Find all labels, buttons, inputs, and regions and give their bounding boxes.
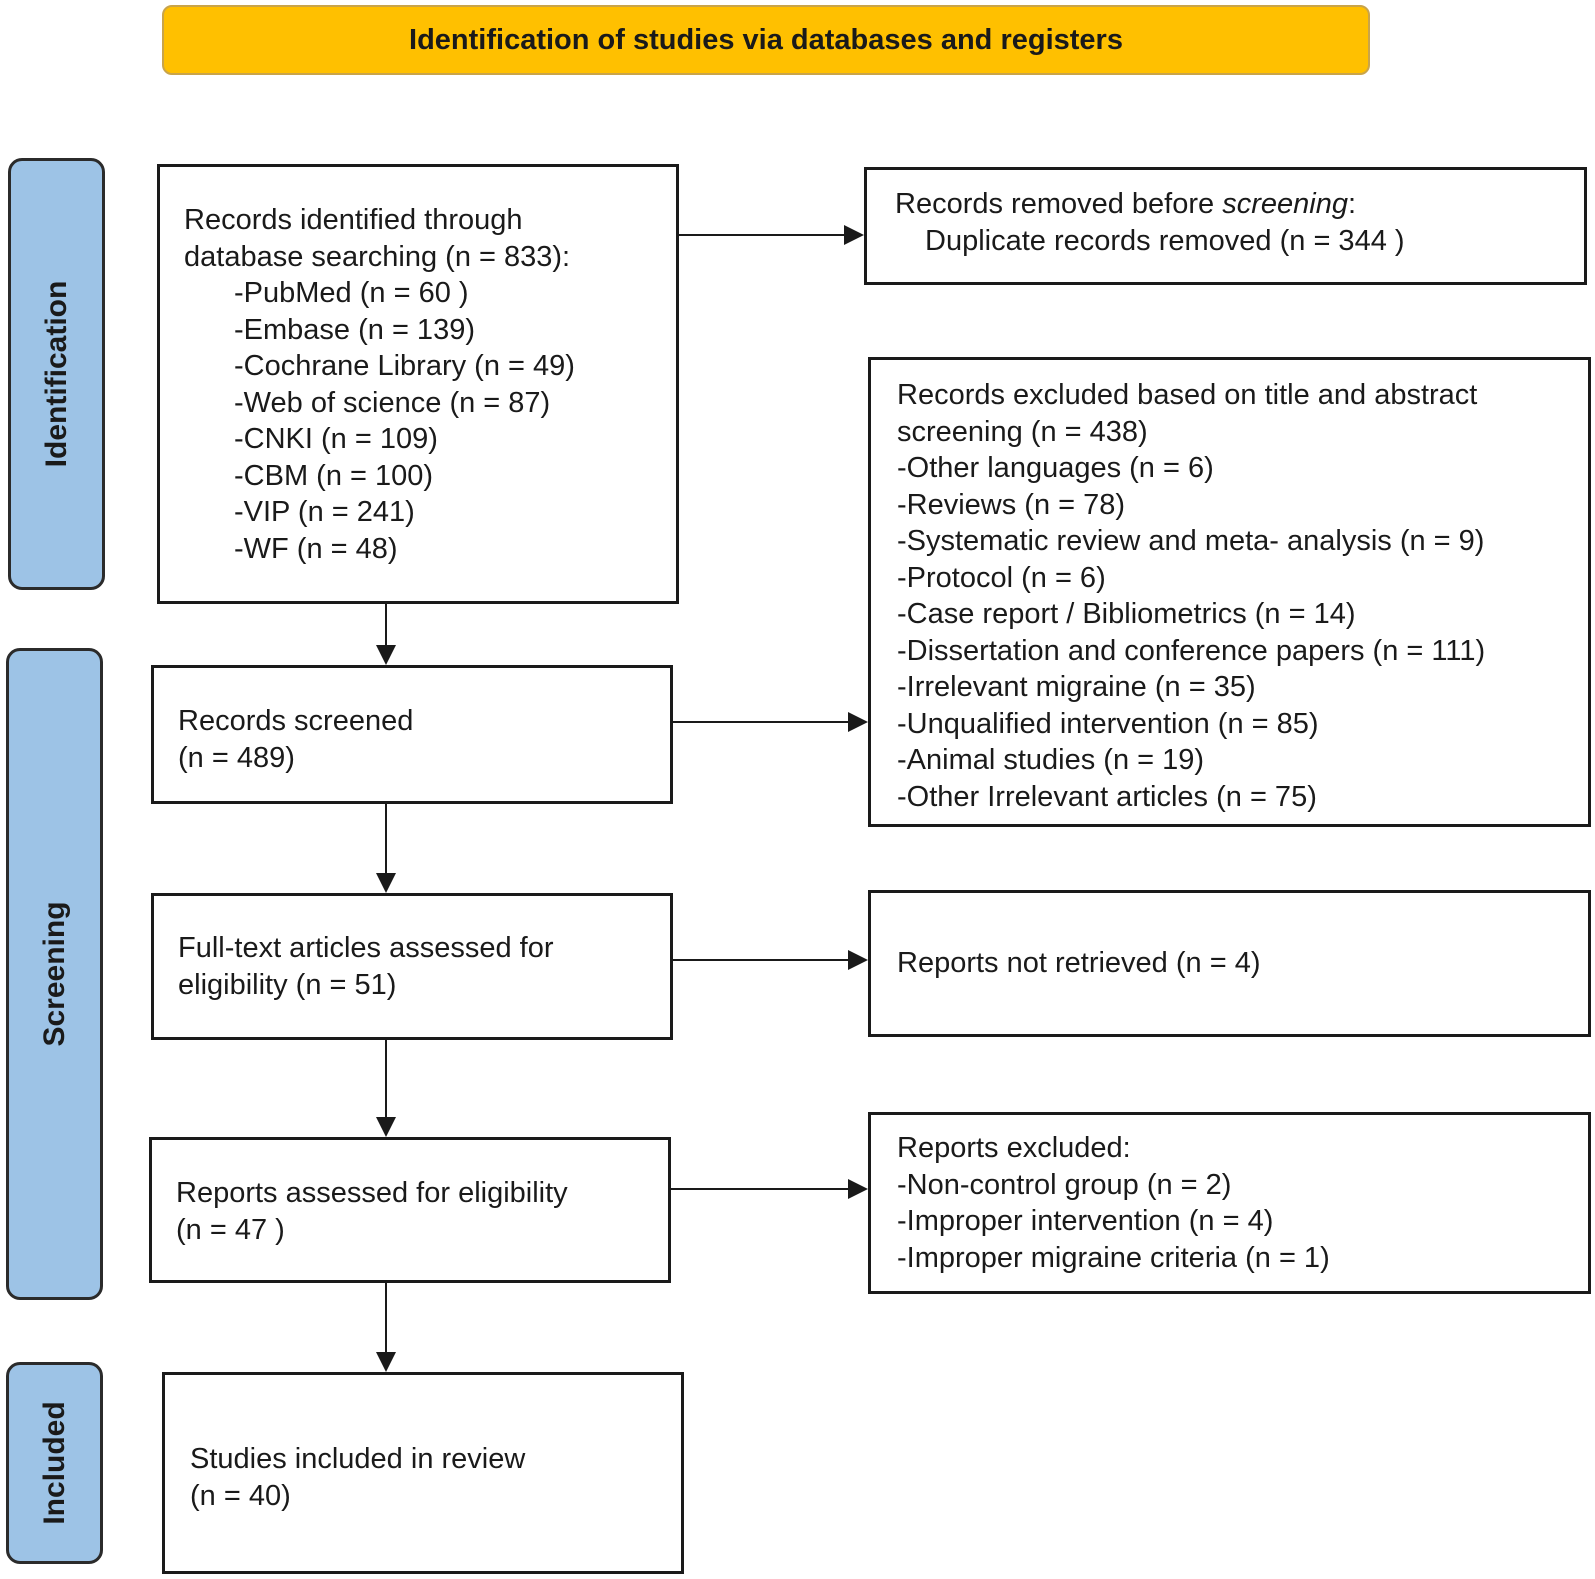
identified-line2: database searching (n = 833): bbox=[184, 240, 571, 273]
removed-suffix: : bbox=[1347, 188, 1357, 220]
removed-italic: screening bbox=[1222, 188, 1348, 220]
excluded-item: -Protocol (n = 6) bbox=[897, 561, 1106, 594]
diagram-header: Identification of studies via databases … bbox=[162, 5, 1370, 75]
source-item: -Web of science (n = 87) bbox=[234, 386, 551, 419]
not-retrieved-line1: Reports not retrieved (n = 4) bbox=[897, 947, 1261, 979]
excluded-item: -Other Irrelevant articles (n = 75) bbox=[897, 780, 1317, 813]
screened-line2: (n = 489) bbox=[178, 741, 295, 774]
fulltext-line1: Full-text articles assessed for bbox=[178, 932, 554, 964]
excluded-item: -Irrelevant migraine (n = 35) bbox=[897, 671, 1256, 703]
reports-assessed-box: Reports assessed for eligibility (n = 47… bbox=[149, 1137, 671, 1283]
excluded-item: -Reviews (n = 78) bbox=[897, 488, 1126, 521]
source-item: -Embase (n = 139) bbox=[234, 313, 475, 346]
screened-line1: Records screened bbox=[178, 705, 414, 737]
fulltext-line2: eligibility (n = 51) bbox=[178, 968, 397, 1001]
included-line2: (n = 40) bbox=[190, 1479, 291, 1512]
identified-line1: Records identified through bbox=[184, 204, 523, 236]
excluded-line2: screening (n = 438) bbox=[897, 415, 1148, 448]
source-item: -Cochrane Library (n = 49) bbox=[234, 350, 575, 382]
removed-line2: Duplicate records removed (n = 344 ) bbox=[925, 224, 1405, 257]
source-item: -VIP (n = 241) bbox=[234, 496, 415, 528]
source-item: -CBM (n = 100) bbox=[234, 459, 434, 492]
excluded-item: -Animal studies (n = 19) bbox=[897, 744, 1205, 776]
removed-line1: Records removed before screening: bbox=[895, 186, 1584, 223]
studies-included-box: Studies included in review (n = 40) bbox=[162, 1372, 684, 1574]
excluded-line1: Records excluded based on title and abst… bbox=[897, 379, 1478, 411]
not-retrieved-box: Reports not retrieved (n = 4) bbox=[868, 890, 1591, 1037]
reports-excluded-item: -Non-control group (n = 2) bbox=[897, 1168, 1232, 1201]
removed-prefix: Records removed before bbox=[895, 188, 1223, 220]
reports-excluded-item: -Improper migraine criteria (n = 1) bbox=[897, 1241, 1330, 1274]
assessed-line1: Reports assessed for eligibility bbox=[176, 1177, 568, 1209]
source-item: -WF (n = 48) bbox=[234, 532, 398, 565]
fulltext-box: Full-text articles assessed for eligibil… bbox=[151, 893, 673, 1040]
phase-included: Included bbox=[6, 1362, 103, 1564]
records-removed-box: Records removed before screening: Duplic… bbox=[864, 167, 1587, 285]
phase-screening: Screening bbox=[6, 648, 103, 1300]
assessed-line2: (n = 47 ) bbox=[176, 1213, 285, 1246]
reports-excluded-line1: Reports excluded: bbox=[897, 1132, 1131, 1164]
source-item: -CNKI (n = 109) bbox=[234, 423, 438, 455]
header-title: Identification of studies via databases … bbox=[409, 23, 1123, 56]
reports-excluded-item: -Improper intervention (n = 4) bbox=[897, 1205, 1274, 1237]
excluded-item: -Other languages (n = 6) bbox=[897, 452, 1214, 484]
excluded-item: -Dissertation and conference papers (n =… bbox=[897, 634, 1486, 667]
records-excluded-box: Records excluded based on title and abst… bbox=[868, 357, 1591, 827]
included-line1: Studies included in review bbox=[190, 1443, 526, 1475]
records-screened-box: Records screened (n = 489) bbox=[151, 665, 673, 804]
excluded-item: -Unqualified intervention (n = 85) bbox=[897, 707, 1319, 740]
excluded-item: -Case report / Bibliometrics (n = 14) bbox=[897, 598, 1356, 630]
excluded-item: -Systematic review and meta- analysis (n… bbox=[897, 525, 1485, 557]
reports-excluded-box: Reports excluded: -Non-control group (n … bbox=[868, 1112, 1591, 1294]
records-identified-box: Records identified through database sear… bbox=[157, 164, 679, 604]
phase-identification: Identification bbox=[8, 158, 105, 590]
source-item: -PubMed (n = 60 ) bbox=[234, 277, 469, 309]
